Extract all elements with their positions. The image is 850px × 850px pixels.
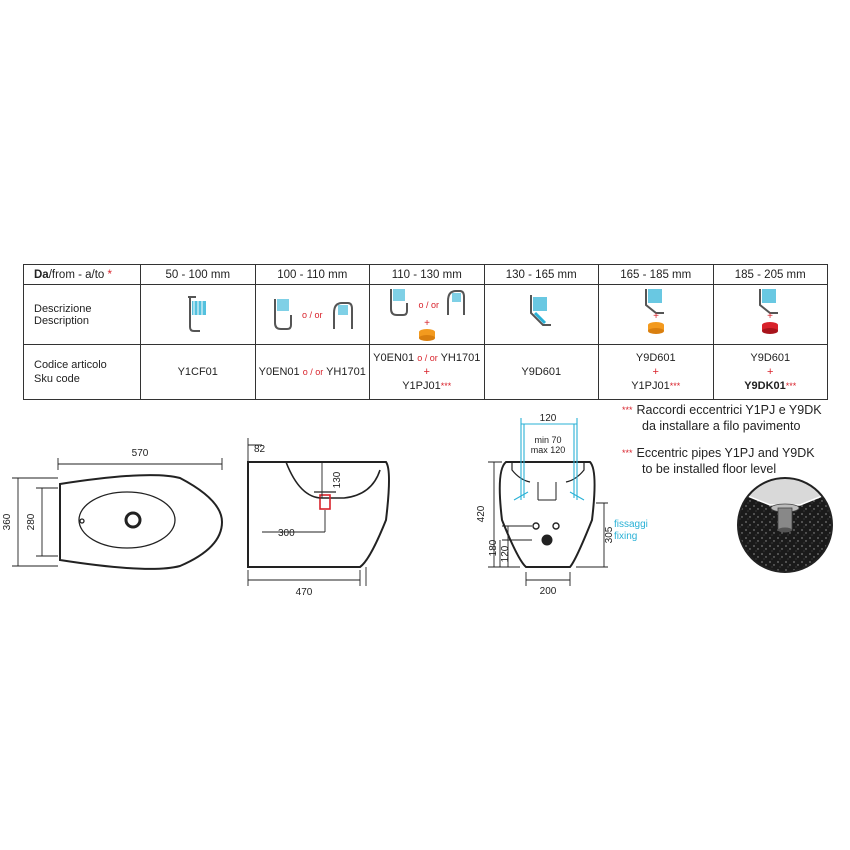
top-length-label: 570 xyxy=(132,448,149,459)
fitting-icon-cell-6: + xyxy=(712,284,828,345)
table-header-row: Da/from - a/to * 50 - 100 mm 100 - 110 m… xyxy=(23,264,828,285)
elbow-fitting-icon xyxy=(390,289,409,316)
fixing-label-it: fissaggi xyxy=(614,519,648,530)
extension-red-icon: + xyxy=(759,289,779,334)
front-height-label: 420 xyxy=(476,505,487,522)
or-label: o / or xyxy=(418,299,439,310)
svg-text:+: + xyxy=(767,311,773,322)
svg-text:+: + xyxy=(653,311,659,322)
front-view-drawing xyxy=(498,461,596,568)
range-6: 185 - 205 mm xyxy=(712,264,828,285)
extension-fitting-icon xyxy=(530,295,552,326)
side-view-drawing xyxy=(247,438,390,586)
top-view-drawing xyxy=(12,458,224,570)
front-pipe-guides xyxy=(513,418,585,501)
front-fixing-height-label: 305 xyxy=(604,526,615,543)
extension-orange-icon: + xyxy=(644,289,664,334)
note-english: ***Eccentric pipes Y1PJ and Y9DK to be i… xyxy=(622,446,815,476)
front-low-b-label: 120 xyxy=(500,545,511,562)
top-outer-height-label: 360 xyxy=(2,513,13,530)
top-inner-height-label: 280 xyxy=(26,513,37,530)
code-cell-4: Y9D601 xyxy=(483,344,599,400)
fixing-label-en: fixing xyxy=(614,531,637,542)
note-italian: ***Raccordi eccentrici Y1PJ e Y9DK da in… xyxy=(622,403,822,433)
range-1: 50 - 100 mm xyxy=(140,264,256,285)
side-drain-label: 300 xyxy=(278,528,295,539)
or-label: o / or xyxy=(301,309,323,320)
front-max-label: max 120 xyxy=(531,445,566,455)
range-2: 100 - 110 mm xyxy=(254,264,370,285)
front-spacing-label: 120 xyxy=(540,413,557,424)
front-dimension-lines xyxy=(488,461,608,586)
sku-table: Da/from - a/to * 50 - 100 mm 100 - 110 m… xyxy=(23,264,828,400)
code-cell-1: Y1CF01 xyxy=(140,344,256,400)
s-trap-icon xyxy=(447,290,466,315)
fitting-icon-cell-4 xyxy=(483,284,599,345)
front-low-a-label: 180 xyxy=(488,539,499,556)
elbow-fitting-icon xyxy=(273,298,292,330)
front-min-label: min 70 xyxy=(534,435,561,445)
eccentric-orange-icon: + xyxy=(372,318,482,344)
side-top-offset-label: 82 xyxy=(254,444,266,455)
side-depth-label: 470 xyxy=(296,587,313,598)
svg-text:+: + xyxy=(424,319,430,329)
fitting-icon-cell-1 xyxy=(140,284,256,345)
code-cell-6: Y9D601+Y9DK01*** xyxy=(712,344,828,400)
s-trap-icon xyxy=(332,301,353,329)
fitting-icon-cell-2: o / or xyxy=(254,284,370,345)
installation-notes: ***Raccordi eccentrici Y1PJ e Y9DK da in… xyxy=(622,402,822,488)
fitting-icon-cell-3: o / or + xyxy=(369,284,485,345)
code-cell-5: Y9D601+Y1PJ01*** xyxy=(598,344,714,400)
code-cell-2: Y0EN01 o / or YH1701 xyxy=(254,344,370,400)
side-bowl-depth-label: 130 xyxy=(332,471,343,488)
detail-circle-outline xyxy=(737,477,833,573)
front-base-width-label: 200 xyxy=(540,586,557,597)
code-cell-3: Y0EN01 o / or YH1701+Y1PJ01*** xyxy=(369,344,485,400)
straight-fitting-icon xyxy=(187,296,206,332)
